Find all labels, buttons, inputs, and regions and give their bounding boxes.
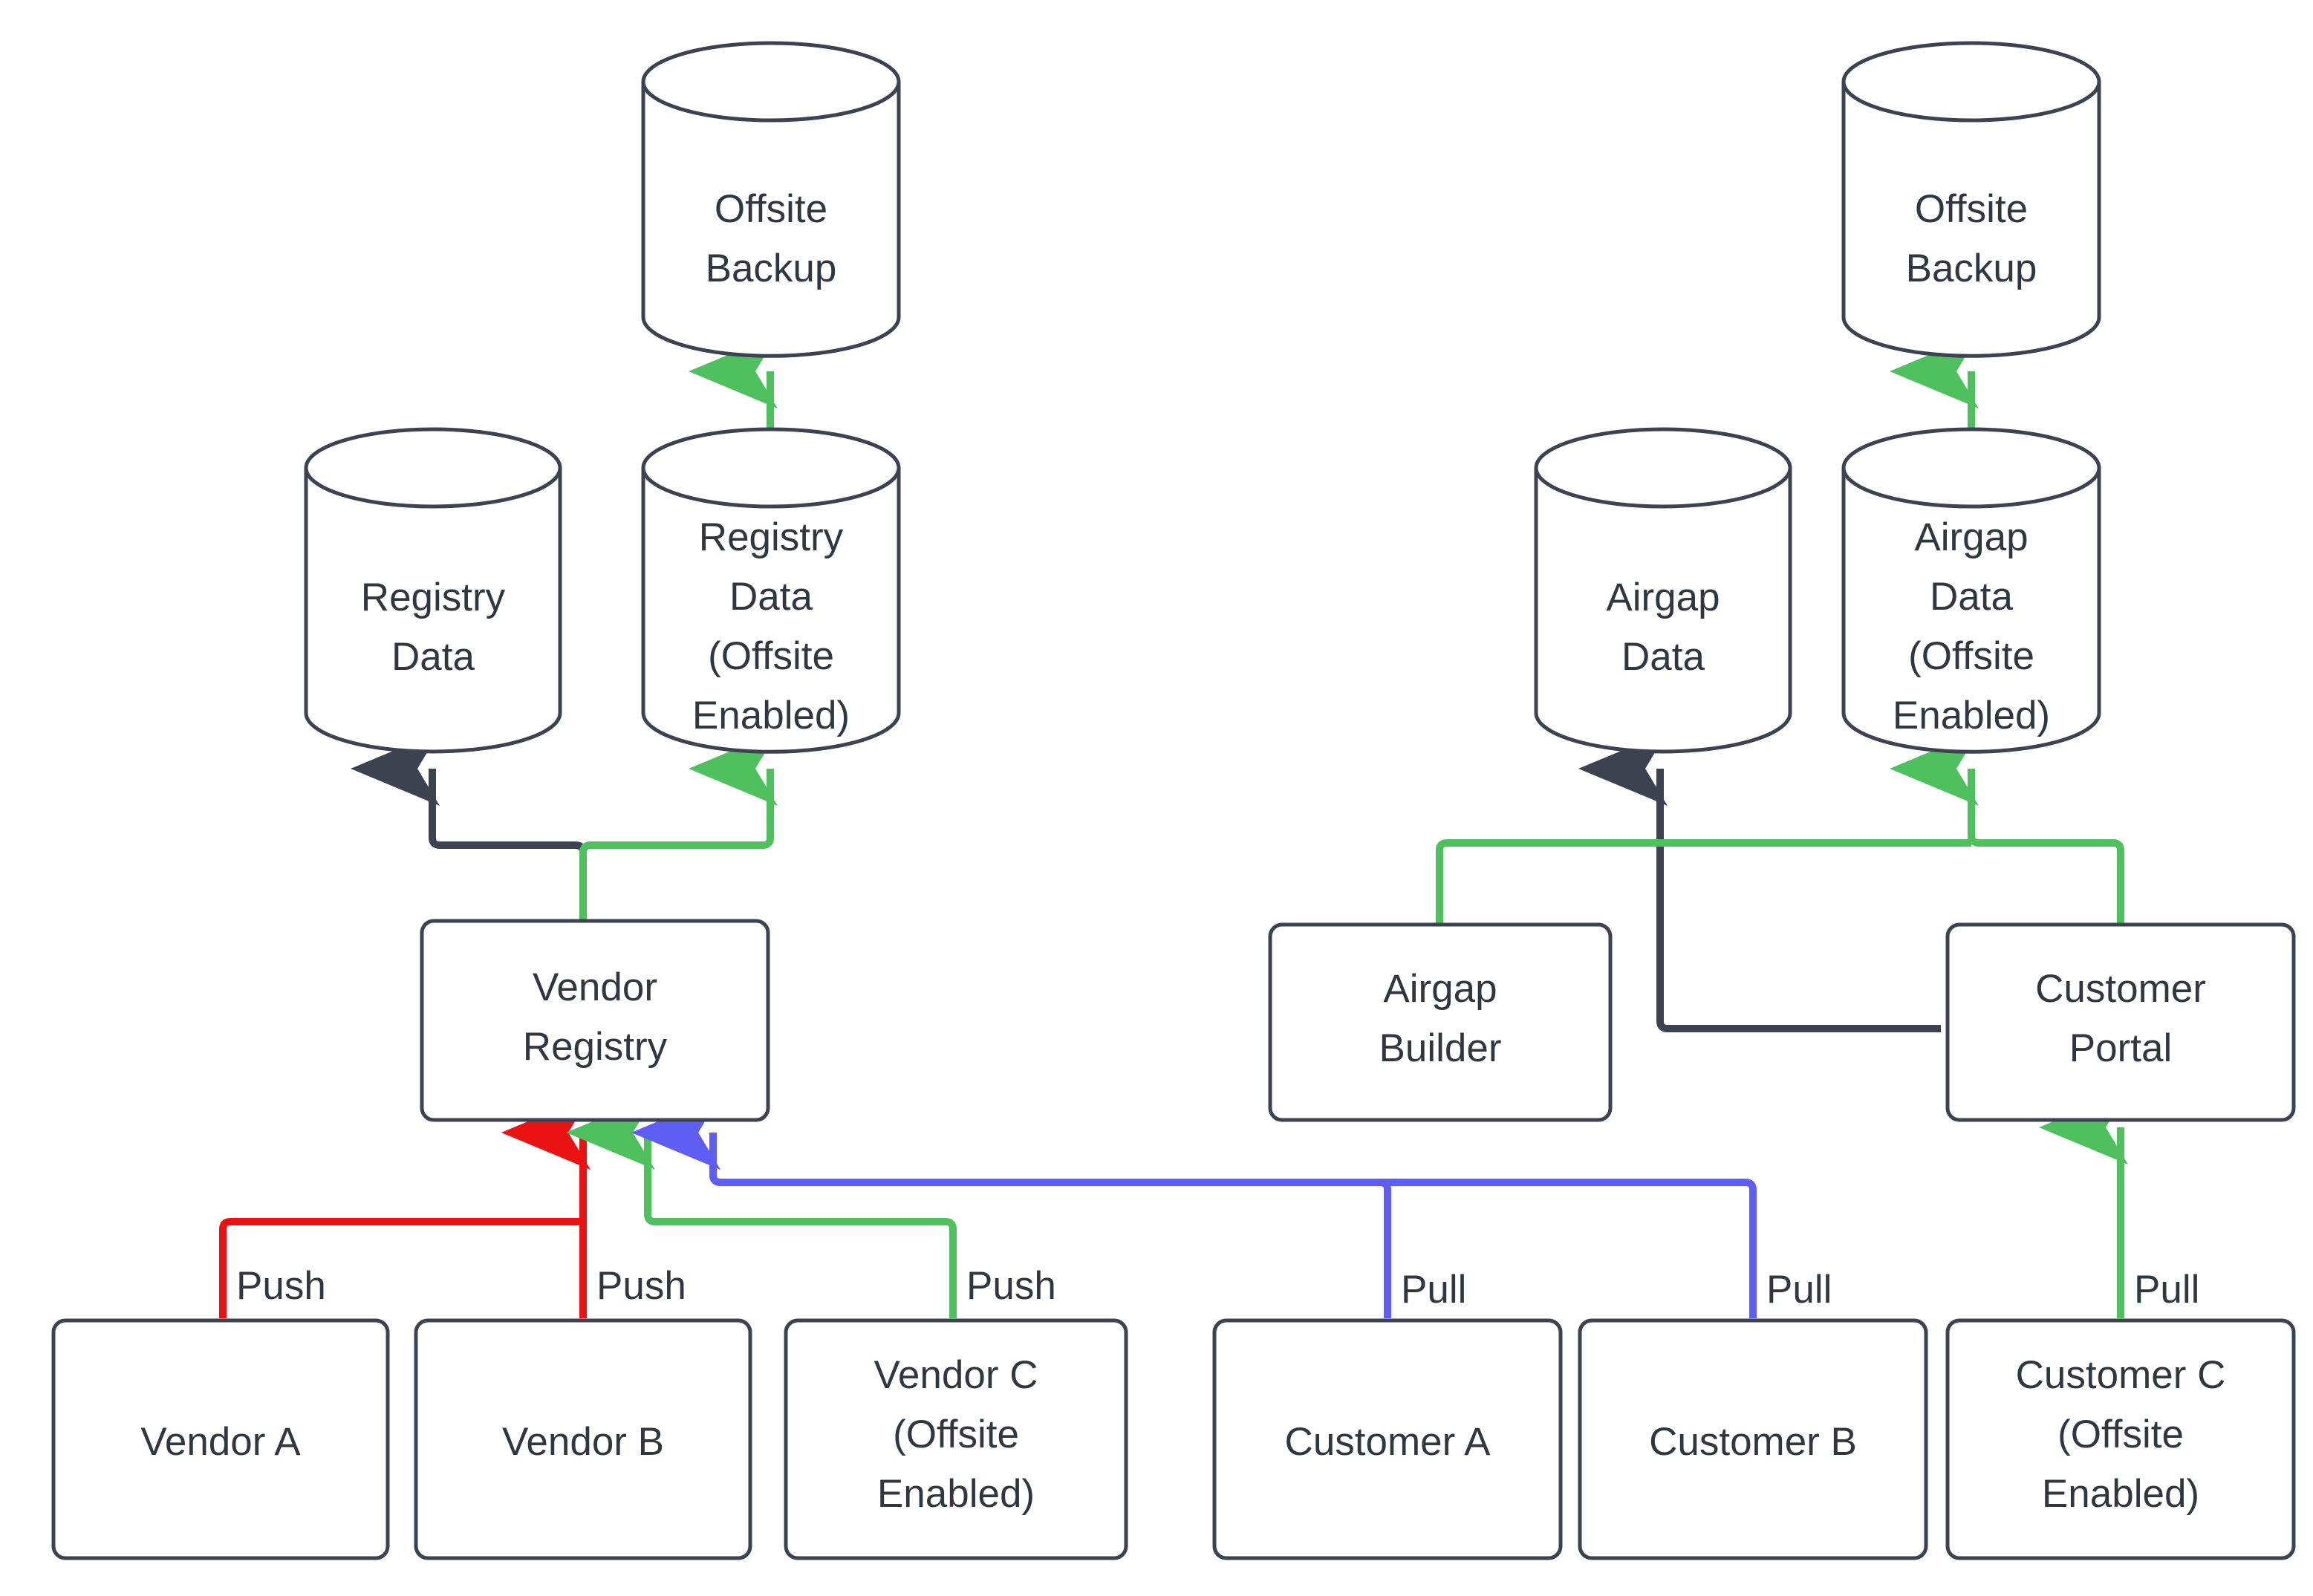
edge-customer-portal-to-airgap-data [1578,732,1941,1032]
customer-a-label: Customer A [1285,1420,1491,1464]
registry-data-offsite-label-2: Data [729,575,813,619]
node-customer-portal[interactable]: Customer Portal [1945,922,2296,1122]
customer-c-label-1: Customer C [2016,1353,2226,1397]
customer-b-label: Customer B [1649,1420,1857,1464]
node-airgap-data[interactable]: Airgap Data [1534,427,1792,754]
vendor-a-label: Vendor A [140,1420,301,1464]
vendor-registry-label-2: Registry [523,1025,668,1069]
offsite-backup-left-label-1: Offsite [715,187,827,231]
airgap-data-label-1: Airgap [1606,576,1720,619]
edge-vendor-registry-to-registry-data [351,732,587,919]
registry-data-offsite-label-1: Registry [699,515,844,559]
airgap-data-offsite-label-1: Airgap [1914,515,2028,559]
offsite-backup-right-label-2: Backup [1906,247,2037,290]
edge-label-customer-b-pull: Pull [1766,1268,1832,1312]
vendor-registry-label-1: Vendor [533,965,657,1009]
customer-c-label-2: (Offsite [2057,1413,2184,1456]
airgap-data-label-2: Data [1621,635,1705,679]
node-airgap-builder[interactable]: Airgap Builder [1268,922,1613,1122]
edge-label-vendor-c-push: Push [966,1264,1056,1308]
node-customer-a[interactable]: Customer A [1212,1318,1563,1560]
node-registry-data[interactable]: Registry Data [304,427,562,754]
node-customer-b[interactable]: Customer B [1578,1318,1928,1560]
offsite-backup-right-label-1: Offsite [1915,187,2028,231]
registry-data-offsite-label-4: Enabled) [692,694,850,737]
airgap-builder-label-2: Builder [1379,1026,1502,1070]
node-vendor-registry[interactable]: Vendor Registry [420,919,770,1122]
vendor-c-label-1: Vendor C [874,1353,1038,1397]
edge-airgap-builder-to-airgap-data-offsite [1436,839,1971,925]
customer-c-label-3: Enabled) [2042,1472,2199,1516]
airgap-data-offsite-label-3: (Offsite [1908,634,2034,678]
registry-data-label-2: Data [391,635,475,679]
offsite-backup-left-label-2: Backup [706,247,837,290]
registry-data-label-1: Registry [361,576,506,619]
edge-customer-b-pull [631,1095,1757,1318]
edge-label-customer-c-pull: Pull [2134,1268,2199,1312]
node-offsite-backup-right[interactable]: Offsite Backup [1841,41,2101,358]
customer-portal-label-2: Portal [2069,1026,2172,1070]
edge-vendor-c-push [566,1095,957,1318]
node-vendor-b[interactable]: Vendor B [414,1318,752,1560]
vendor-c-label-3: Enabled) [877,1472,1035,1516]
edge-label-customer-a-pull: Pull [1401,1268,1466,1312]
registry-data-offsite-label-3: (Offsite [708,634,834,678]
edge-label-vendor-a-push: Push [236,1264,326,1308]
edge-customer-portal-to-airgap-data-offsite [1890,732,2124,925]
edge-vendor-a-push [219,1095,591,1318]
customer-portal-label-1: Customer [2035,967,2206,1011]
node-vendor-a[interactable]: Vendor A [51,1318,390,1560]
edge-vendor-registry-to-registry-data-offsite [579,732,778,919]
node-registry-data-offsite[interactable]: Registry Data (Offsite Enabled) [641,427,901,754]
vendor-b-label: Vendor B [502,1420,664,1464]
node-customer-c[interactable]: Customer C (Offsite Enabled) [1945,1318,2296,1560]
airgap-data-offsite-label-4: Enabled) [1893,694,2050,737]
vendor-c-label-2: (Offsite [893,1413,1019,1456]
airgap-data-offsite-label-2: Data [1930,575,2013,619]
node-airgap-data-offsite[interactable]: Airgap Data (Offsite Enabled) [1841,427,2101,754]
edge-label-vendor-b-push: Push [596,1264,686,1308]
node-vendor-c[interactable]: Vendor C (Offsite Enabled) [784,1318,1128,1560]
airgap-builder-label-1: Airgap [1383,967,1497,1011]
node-offsite-backup-left[interactable]: Offsite Backup [641,41,901,358]
